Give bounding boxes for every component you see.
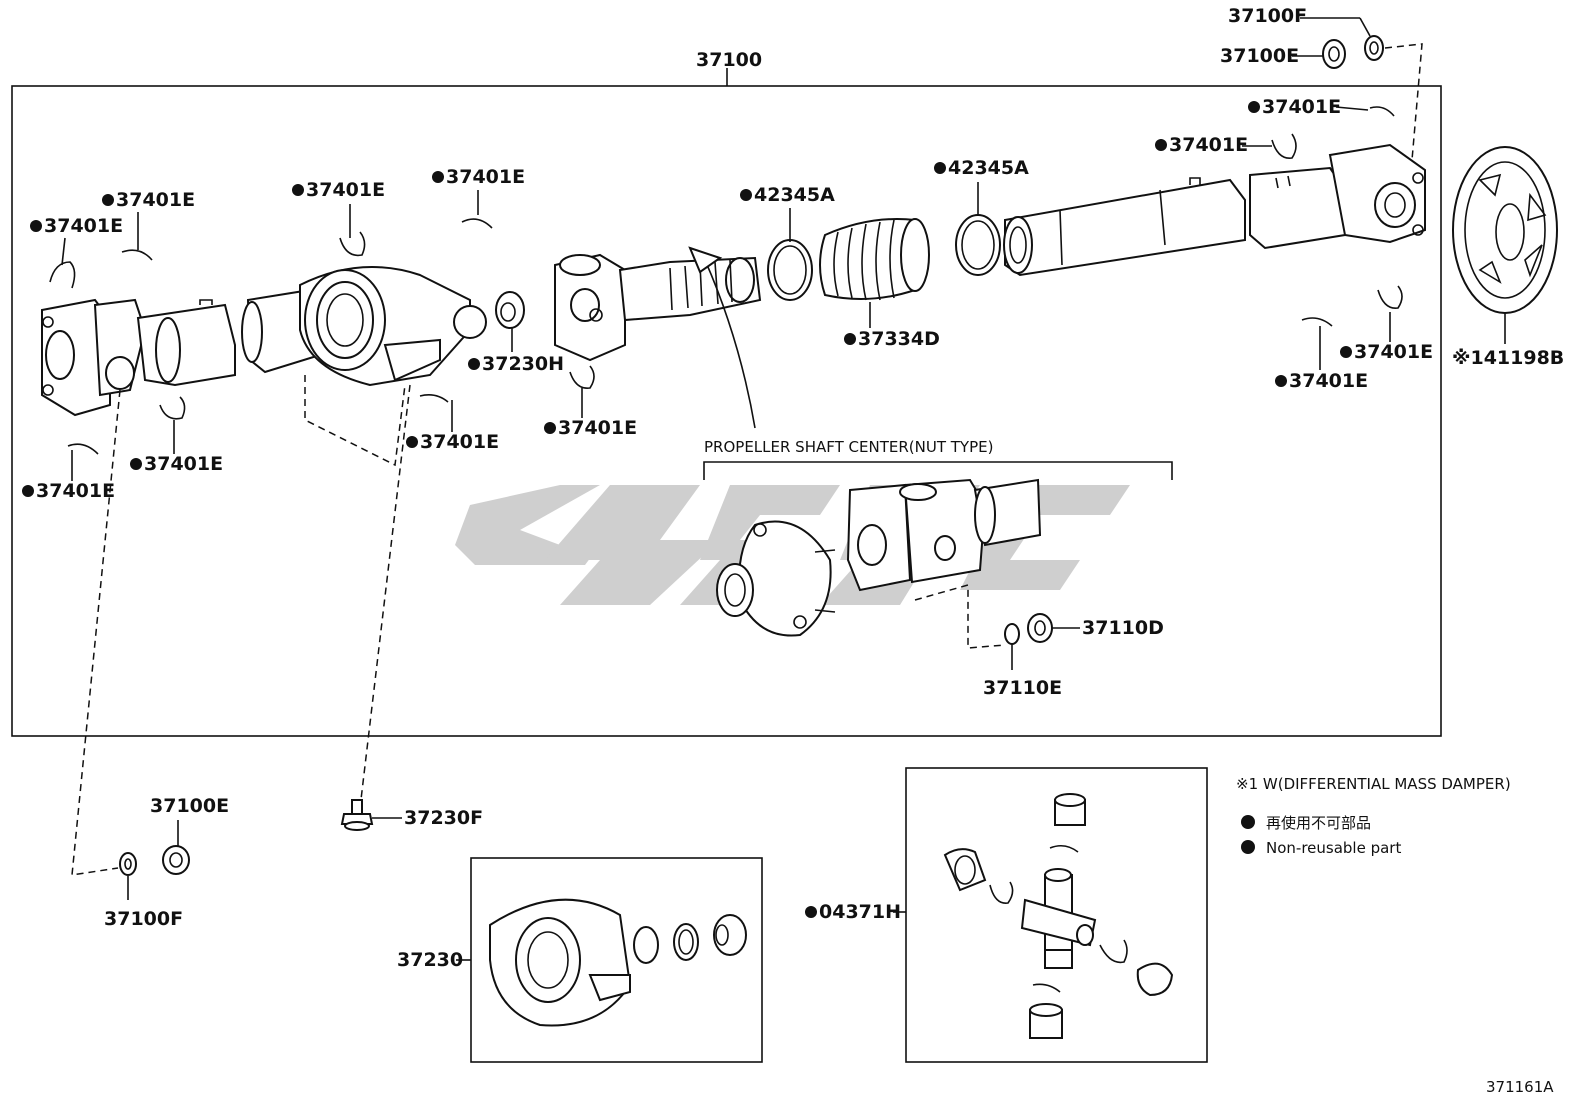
rear-propeller-tube [1003,177,1246,277]
label-37401E-f: 37401E [36,480,115,502]
label-37230H: 37230H [482,353,564,375]
washer-37100F-top [1364,35,1384,61]
legend-note: ※1 W(DIFFERENTIAL MASS DAMPER) [1236,775,1511,793]
label-37401E-e: 37401E [144,453,223,475]
label-37110E: 37110E [983,677,1062,699]
nut-37100E-bottom [162,845,190,875]
label-37110D: 37110D [1082,617,1164,639]
center-bearing-assembly [299,266,487,387]
label-37334D: 37334D [858,328,940,350]
label-37401E-a: 37401E [44,215,123,237]
front-universal-joint [41,298,236,417]
boot-clamp-right [955,214,1001,276]
dust-boot-37334D [819,218,930,301]
label-41198B: ※141198B [1452,347,1564,369]
label-37230F: 37230F [404,807,483,829]
assembly-label: 37100 [696,49,762,71]
label-37401E-c: 37401E [306,179,385,201]
label-42345A-a: 42345A [754,184,835,206]
reference-arrow [688,246,756,429]
label-37100F-top: 37100F [1228,5,1307,27]
flange-yoke [846,478,1042,592]
rear-universal-joint [1249,143,1426,250]
boot-clamp-left [767,239,813,301]
label-37401E-k: 37401E [1354,341,1433,363]
label-37401E-b: 37401E [116,189,195,211]
legend: ※1 W(DIFFERENTIAL MASS DAMPER) 再使用不可部品 N… [1236,775,1511,857]
washer-37100F-bottom [119,852,137,876]
label-04371H: 04371H [819,901,901,923]
label-37100E-bottom: 37100E [150,795,229,817]
nut-37110D [1027,613,1053,643]
label-37230: 37230 [397,949,463,971]
label-37401E-j: 37401E [1169,134,1248,156]
slip-yoke-joint [554,253,762,362]
label-37401E-h: 37401E [558,417,637,439]
non-reusable-marker-icon [1241,840,1255,854]
bolt-37230F [340,799,374,831]
washer-37110E [1004,623,1020,645]
subassembly-title: PROPELLER SHAFT CENTER(NUT TYPE) [704,438,993,456]
label-37401E-g: 37401E [420,431,499,453]
callouts: 37401E 37401E 37401E 37401E 37401E 37401… [22,5,1564,502]
label-37401E-l: 37401E [1289,370,1368,392]
label-37100E-top: 37100E [1220,45,1299,67]
label-37100F-bottom: 37100F [104,908,183,930]
companion-flange [716,520,836,637]
universal-joint-spider-kit [943,793,1174,1039]
diagram-code: 371161A [1486,1078,1554,1096]
spider-kit-box [905,767,1208,1063]
label-42345A-b: 42345A [948,157,1029,179]
nut-37100E-top [1322,39,1346,69]
snap-rings [49,106,1403,455]
bearing-nut-37230H [495,291,525,329]
label-37401E-i: 37401E [1262,96,1341,118]
label-37401E-d: 37401E [446,166,525,188]
legend-non-reusable-jp: 再使用不可部品 [1266,814,1371,832]
non-reusable-marker-icon [1241,815,1255,829]
differential-mass-damper-41198B [1452,146,1558,314]
center-bearing-detail [489,898,747,1027]
legend-non-reusable-en: Non-reusable part [1266,839,1401,857]
